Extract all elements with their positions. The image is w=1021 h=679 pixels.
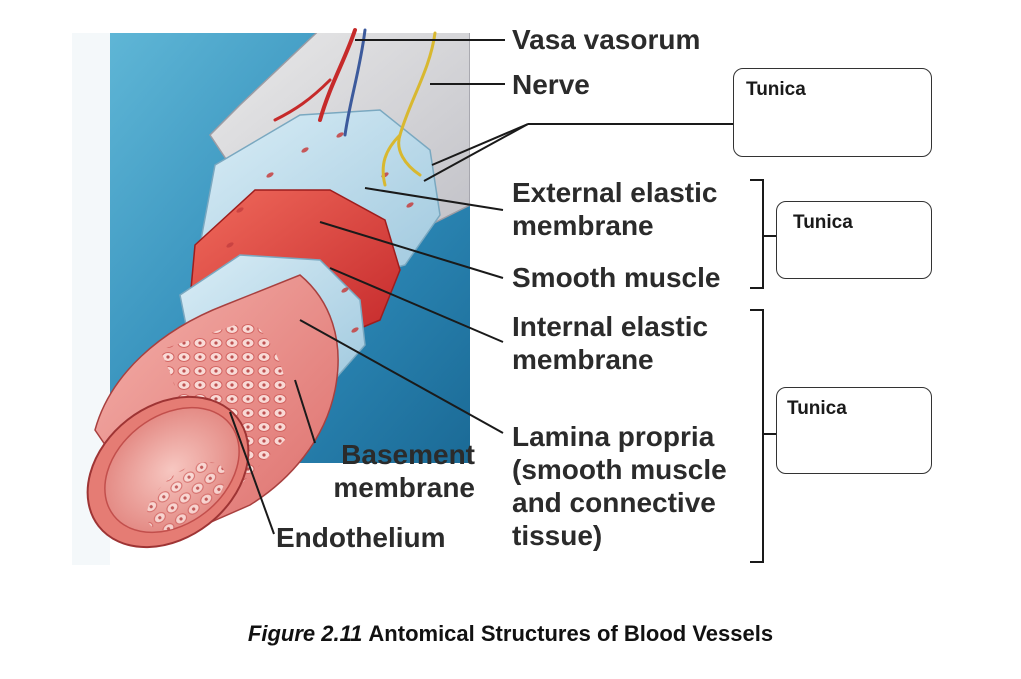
label-internal-elastic-membrane: Internal elastic membrane	[512, 311, 709, 375]
tunica-answer-box-2[interactable]: Tunica	[776, 201, 932, 279]
leader-lines	[229, 39, 778, 563]
label-lamina-propria: Lamina propria (smooth muscle and connec…	[512, 421, 727, 551]
tunica-answer-box-3[interactable]: Tunica	[776, 387, 932, 474]
label-endothelium: Endothelium	[276, 522, 446, 553]
label-nerve: Nerve	[512, 69, 590, 100]
tunica-answer-box-1[interactable]: Tunica	[733, 68, 932, 157]
label-basement-membrane: Basement membrane	[333, 439, 475, 503]
tunica-box-label: Tunica	[793, 212, 853, 233]
label-external-elastic-membrane: External elastic membrane	[512, 177, 718, 241]
tunica-box-label: Tunica	[787, 398, 847, 419]
label-smooth-muscle: Smooth muscle	[512, 262, 721, 293]
figure-number: Figure 2.11	[247, 621, 363, 646]
label-vasa-vasorum: Vasa vasorum	[512, 24, 701, 55]
nerve-fibers	[381, 31, 437, 187]
vasa-vasorum-vessels	[273, 28, 367, 137]
tunica-box-label: Tunica	[746, 79, 806, 100]
figure-title: Antomical Structures of Blood Vessels	[368, 621, 774, 646]
